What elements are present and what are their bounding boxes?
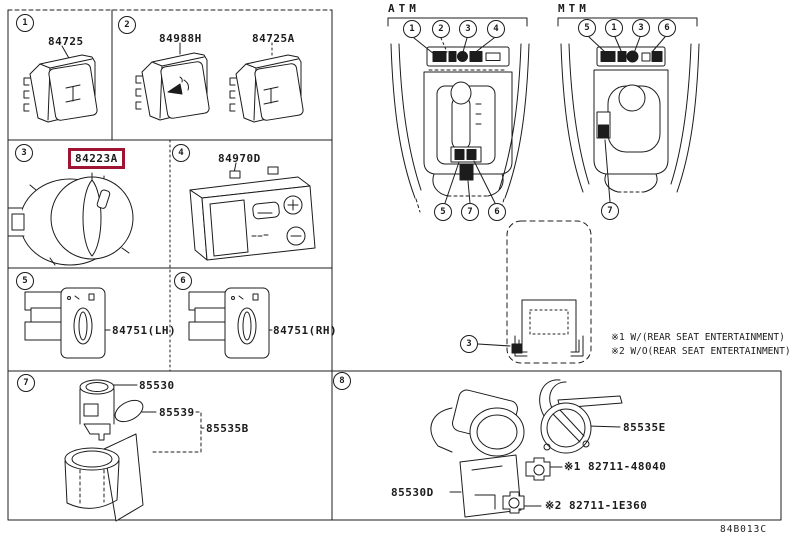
cell-badge-8: 8 bbox=[333, 372, 351, 390]
footnote-2: ※2 W/O(REAR SEAT ENTERTAINMENT) bbox=[611, 346, 791, 357]
part-label-84725[interactable]: 84725 bbox=[48, 35, 84, 48]
leader-lines bbox=[62, 43, 620, 506]
callout-atm-5: 5 bbox=[434, 203, 452, 221]
callout-atm-7: 7 bbox=[461, 203, 479, 221]
part-drawing-84751-rh bbox=[188, 287, 270, 359]
cell-badge-7: 7 bbox=[17, 374, 35, 392]
part-drawing-84751-lh bbox=[24, 287, 106, 359]
part-label-84970d[interactable]: 84970D bbox=[218, 152, 261, 165]
part-label-85539[interactable]: 85539 bbox=[159, 406, 195, 419]
section-header-mtm: MTM bbox=[558, 2, 590, 15]
part-label-82711-1e360[interactable]: ※2 82711-1E360 bbox=[545, 499, 648, 512]
atm-console-drawing bbox=[391, 38, 529, 212]
callout-mtm-7: 7 bbox=[601, 202, 619, 220]
cell-badge-5: 5 bbox=[16, 272, 34, 290]
cell-badge-3: 3 bbox=[15, 144, 33, 162]
callout-atm-6: 6 bbox=[488, 203, 506, 221]
document-code: 84B013C bbox=[720, 524, 768, 535]
part-label-85535e[interactable]: 85535E bbox=[623, 421, 666, 434]
section-header-atm: ATM bbox=[388, 2, 420, 15]
part-label-85530d[interactable]: 85530D bbox=[391, 486, 434, 499]
section-brackets bbox=[388, 18, 697, 26]
part-drawing-clamp-82711-1e360 bbox=[503, 492, 524, 513]
callout-mtm-3: 3 bbox=[632, 19, 650, 37]
cell-badge-4: 4 bbox=[172, 144, 190, 162]
part-drawing-85535e bbox=[540, 380, 622, 453]
part-drawing-85530d bbox=[431, 388, 524, 517]
callout-mtm-6: 6 bbox=[658, 19, 676, 37]
part-label-84751-lh[interactable]: 84751(LH) bbox=[112, 324, 177, 337]
footnote-1: ※1 W/(REAR SEAT ENTERTAINMENT) bbox=[611, 332, 785, 343]
grid-borders bbox=[8, 10, 781, 520]
cell-badge-6: 6 bbox=[174, 272, 192, 290]
part-drawing-84970d bbox=[190, 167, 315, 260]
callout-mtm-5: 5 bbox=[578, 19, 596, 37]
part-label-84751-rh[interactable]: 84751(RH) bbox=[273, 324, 338, 337]
part-label-84725a[interactable]: 84725A bbox=[252, 32, 295, 45]
part-drawing-84223a bbox=[8, 173, 133, 265]
part-label-84988h[interactable]: 84988H bbox=[159, 32, 202, 45]
callout-atm-1: 1 bbox=[403, 20, 421, 38]
part-label-84223a-highlighted[interactable]: 84223A bbox=[68, 148, 125, 169]
part-label-85535b[interactable]: 85535B bbox=[206, 422, 249, 435]
callout-mtm-1: 1 bbox=[605, 19, 623, 37]
callout-atm-2: 2 bbox=[432, 20, 450, 38]
mtm-console-drawing bbox=[561, 37, 699, 202]
callout-rear-3: 3 bbox=[460, 335, 478, 353]
part-drawing-84725a bbox=[229, 54, 305, 123]
callout-atm-3: 3 bbox=[459, 20, 477, 38]
part-drawing-84988h bbox=[135, 52, 211, 121]
part-drawing-84725 bbox=[23, 54, 99, 123]
part-drawing-clamp-82711-48040 bbox=[526, 458, 550, 480]
cell-badge-2: 2 bbox=[118, 16, 136, 34]
callout-atm-4: 4 bbox=[487, 20, 505, 38]
rear-console-drawing bbox=[478, 221, 591, 363]
part-label-82711-48040[interactable]: ※1 82711-48040 bbox=[564, 460, 667, 473]
part-drawing-85530-assembly bbox=[65, 380, 146, 521]
part-label-85530[interactable]: 85530 bbox=[139, 379, 175, 392]
cell-badge-1: 1 bbox=[16, 14, 34, 32]
